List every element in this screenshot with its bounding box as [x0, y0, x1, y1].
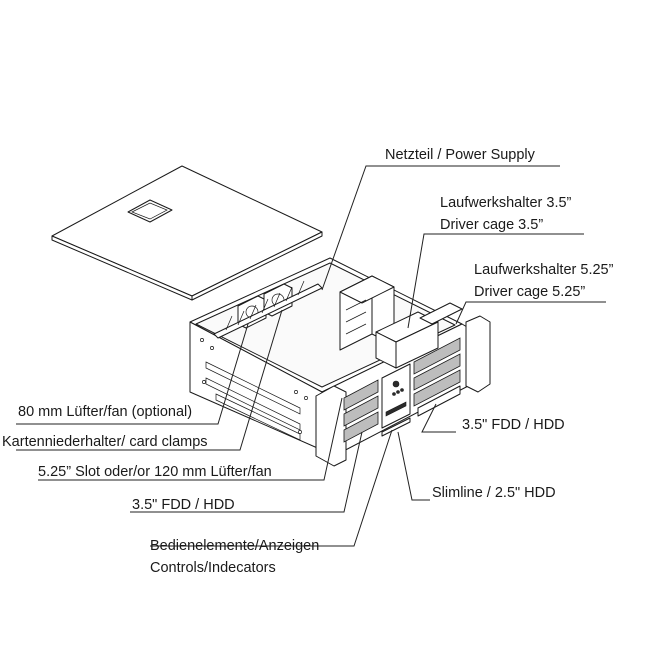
label-slimline-text: Slimline / 2.5" HDD [432, 485, 556, 501]
top-cover [51, 165, 323, 301]
label-slot-525-fan: 5.25” Slot oder/or 120 mm Lüfter/fan [38, 461, 272, 483]
label-power-supply-text: Netzteil / Power Supply [385, 147, 535, 163]
leader-lines [16, 165, 606, 547]
label-controls: Bedienelemente/Anzeigen Controls/Indecat… [150, 535, 319, 579]
label-controls-en: Controls/Indecators [150, 560, 276, 576]
label-card-clamps-text: Kartenniederhalter/ card clamps [2, 434, 208, 450]
front-bays [343, 337, 461, 443]
side-vents [200, 338, 308, 441]
label-drive-cage-525: Laufwerkshalter 5.25” Driver cage 5.25” [474, 259, 613, 303]
label-fdd-hdd-right-text: 3.5" FDD / HDD [462, 417, 565, 433]
label-fan-80mm-text: 80 mm Lüfter/fan (optional) [18, 404, 193, 420]
label-drive-cage-35-de: Laufwerkshalter 3.5” [440, 195, 572, 211]
label-slot-525-fan-text: 5.25” Slot oder/or 120 mm Lüfter/fan [38, 464, 272, 480]
label-fdd-hdd-right: 3.5" FDD / HDD [462, 414, 565, 436]
label-fdd-hdd-left: 3.5" FDD / HDD [132, 494, 235, 516]
label-fan-80mm: 80 mm Lüfter/fan (optional) [18, 401, 192, 423]
label-card-clamps: Kartenniederhalter/ card clamps [2, 431, 208, 453]
label-drive-cage-35: Laufwerkshalter 3.5” Driver cage 3.5” [440, 192, 571, 236]
label-power-supply: Netzteil / Power Supply [385, 144, 535, 166]
label-drive-cage-525-en: Driver cage 5.25” [474, 284, 586, 300]
label-controls-de: Bedienelemente/Anzeigen [150, 538, 320, 554]
label-drive-cage-35-en: Driver cage 3.5” [440, 217, 544, 233]
internal-components [213, 275, 463, 369]
label-fdd-hdd-left-text: 3.5" FDD / HDD [132, 497, 235, 513]
label-drive-cage-525-de: Laufwerkshalter 5.25” [474, 262, 614, 278]
label-slimline: Slimline / 2.5" HDD [432, 482, 556, 504]
